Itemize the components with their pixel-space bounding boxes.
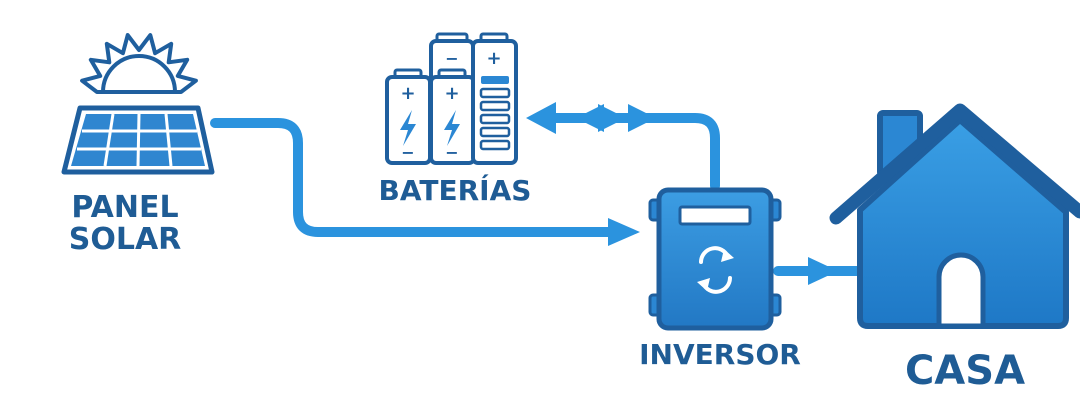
arrow-left-2 xyxy=(576,104,604,132)
battery-middle: + − xyxy=(429,68,476,165)
arrow-left-1 xyxy=(526,102,556,134)
panel-grid-lines xyxy=(77,113,201,167)
refresh-arrowhead-top xyxy=(721,249,734,262)
sun-icon xyxy=(80,33,198,94)
solar-label-line2: SOLAR xyxy=(68,221,182,257)
solar-panel-label: PANEL SOLAR xyxy=(40,192,210,255)
battery-right: + xyxy=(471,32,518,165)
arrow-to-inverter xyxy=(608,218,640,246)
inverter-device-icon xyxy=(648,187,782,331)
house-door xyxy=(936,252,986,329)
minus-sign-middle: − xyxy=(445,143,458,162)
arrow-right-2 xyxy=(628,104,656,132)
house-icon xyxy=(829,103,1080,329)
batteries-label: BATERÍAS xyxy=(378,174,532,207)
arrow-right-1 xyxy=(598,104,626,132)
house-body xyxy=(857,117,1069,329)
minus-sign-back: − xyxy=(445,49,458,68)
inverter-display xyxy=(678,205,752,226)
bolt-icon-middle xyxy=(444,110,460,146)
sun-disc xyxy=(101,54,177,94)
bolt-icon-left xyxy=(400,110,416,146)
battery-left: + − xyxy=(385,68,432,165)
solar-to-inverter-line xyxy=(210,118,617,237)
plus-sign-right: + xyxy=(486,48,501,69)
house-label: CASA xyxy=(904,348,1026,394)
battery-pack-icon: + − + − − + xyxy=(385,32,518,165)
roof xyxy=(829,103,1080,225)
solar-panel-sun-icon xyxy=(61,33,215,175)
plus-sign-middle: + xyxy=(444,83,459,104)
solar-label-line1: PANEL xyxy=(71,190,179,225)
inverter-label: INVERSOR xyxy=(639,338,801,371)
plus-sign-left: + xyxy=(400,83,415,104)
arrow-to-house xyxy=(808,257,838,285)
refresh-arrowhead-bottom xyxy=(697,278,710,291)
minus-sign-left: − xyxy=(401,143,414,162)
battery-level-bars xyxy=(479,76,511,151)
inverter-to-battery-line xyxy=(535,113,720,191)
flow-connectors xyxy=(210,102,865,285)
